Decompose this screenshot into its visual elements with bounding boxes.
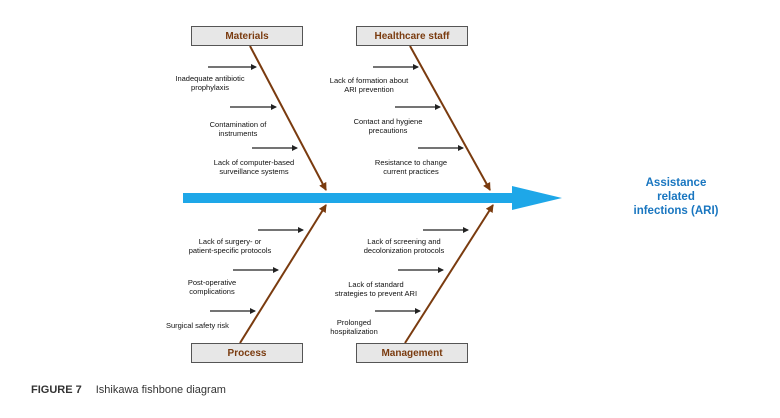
- management-bone: [404, 204, 494, 344]
- category-management: Management: [356, 343, 468, 363]
- process-bone: [239, 204, 327, 344]
- healthcare-staff-bone: [409, 45, 491, 191]
- category-materials: Materials: [191, 26, 303, 46]
- figure-caption: FIGURE 7 Ishikawa fishbone diagram: [31, 384, 226, 396]
- cause-label: Surgical safety risk: [166, 321, 229, 330]
- materials-bone: [249, 45, 327, 191]
- category-healthcare-staff: Healthcare staff: [356, 26, 468, 46]
- spine-arrow: [183, 186, 562, 210]
- figure-label: FIGURE 7: [31, 384, 82, 396]
- figure-title: Ishikawa fishbone diagram: [95, 384, 226, 396]
- category-process: Process: [191, 343, 303, 363]
